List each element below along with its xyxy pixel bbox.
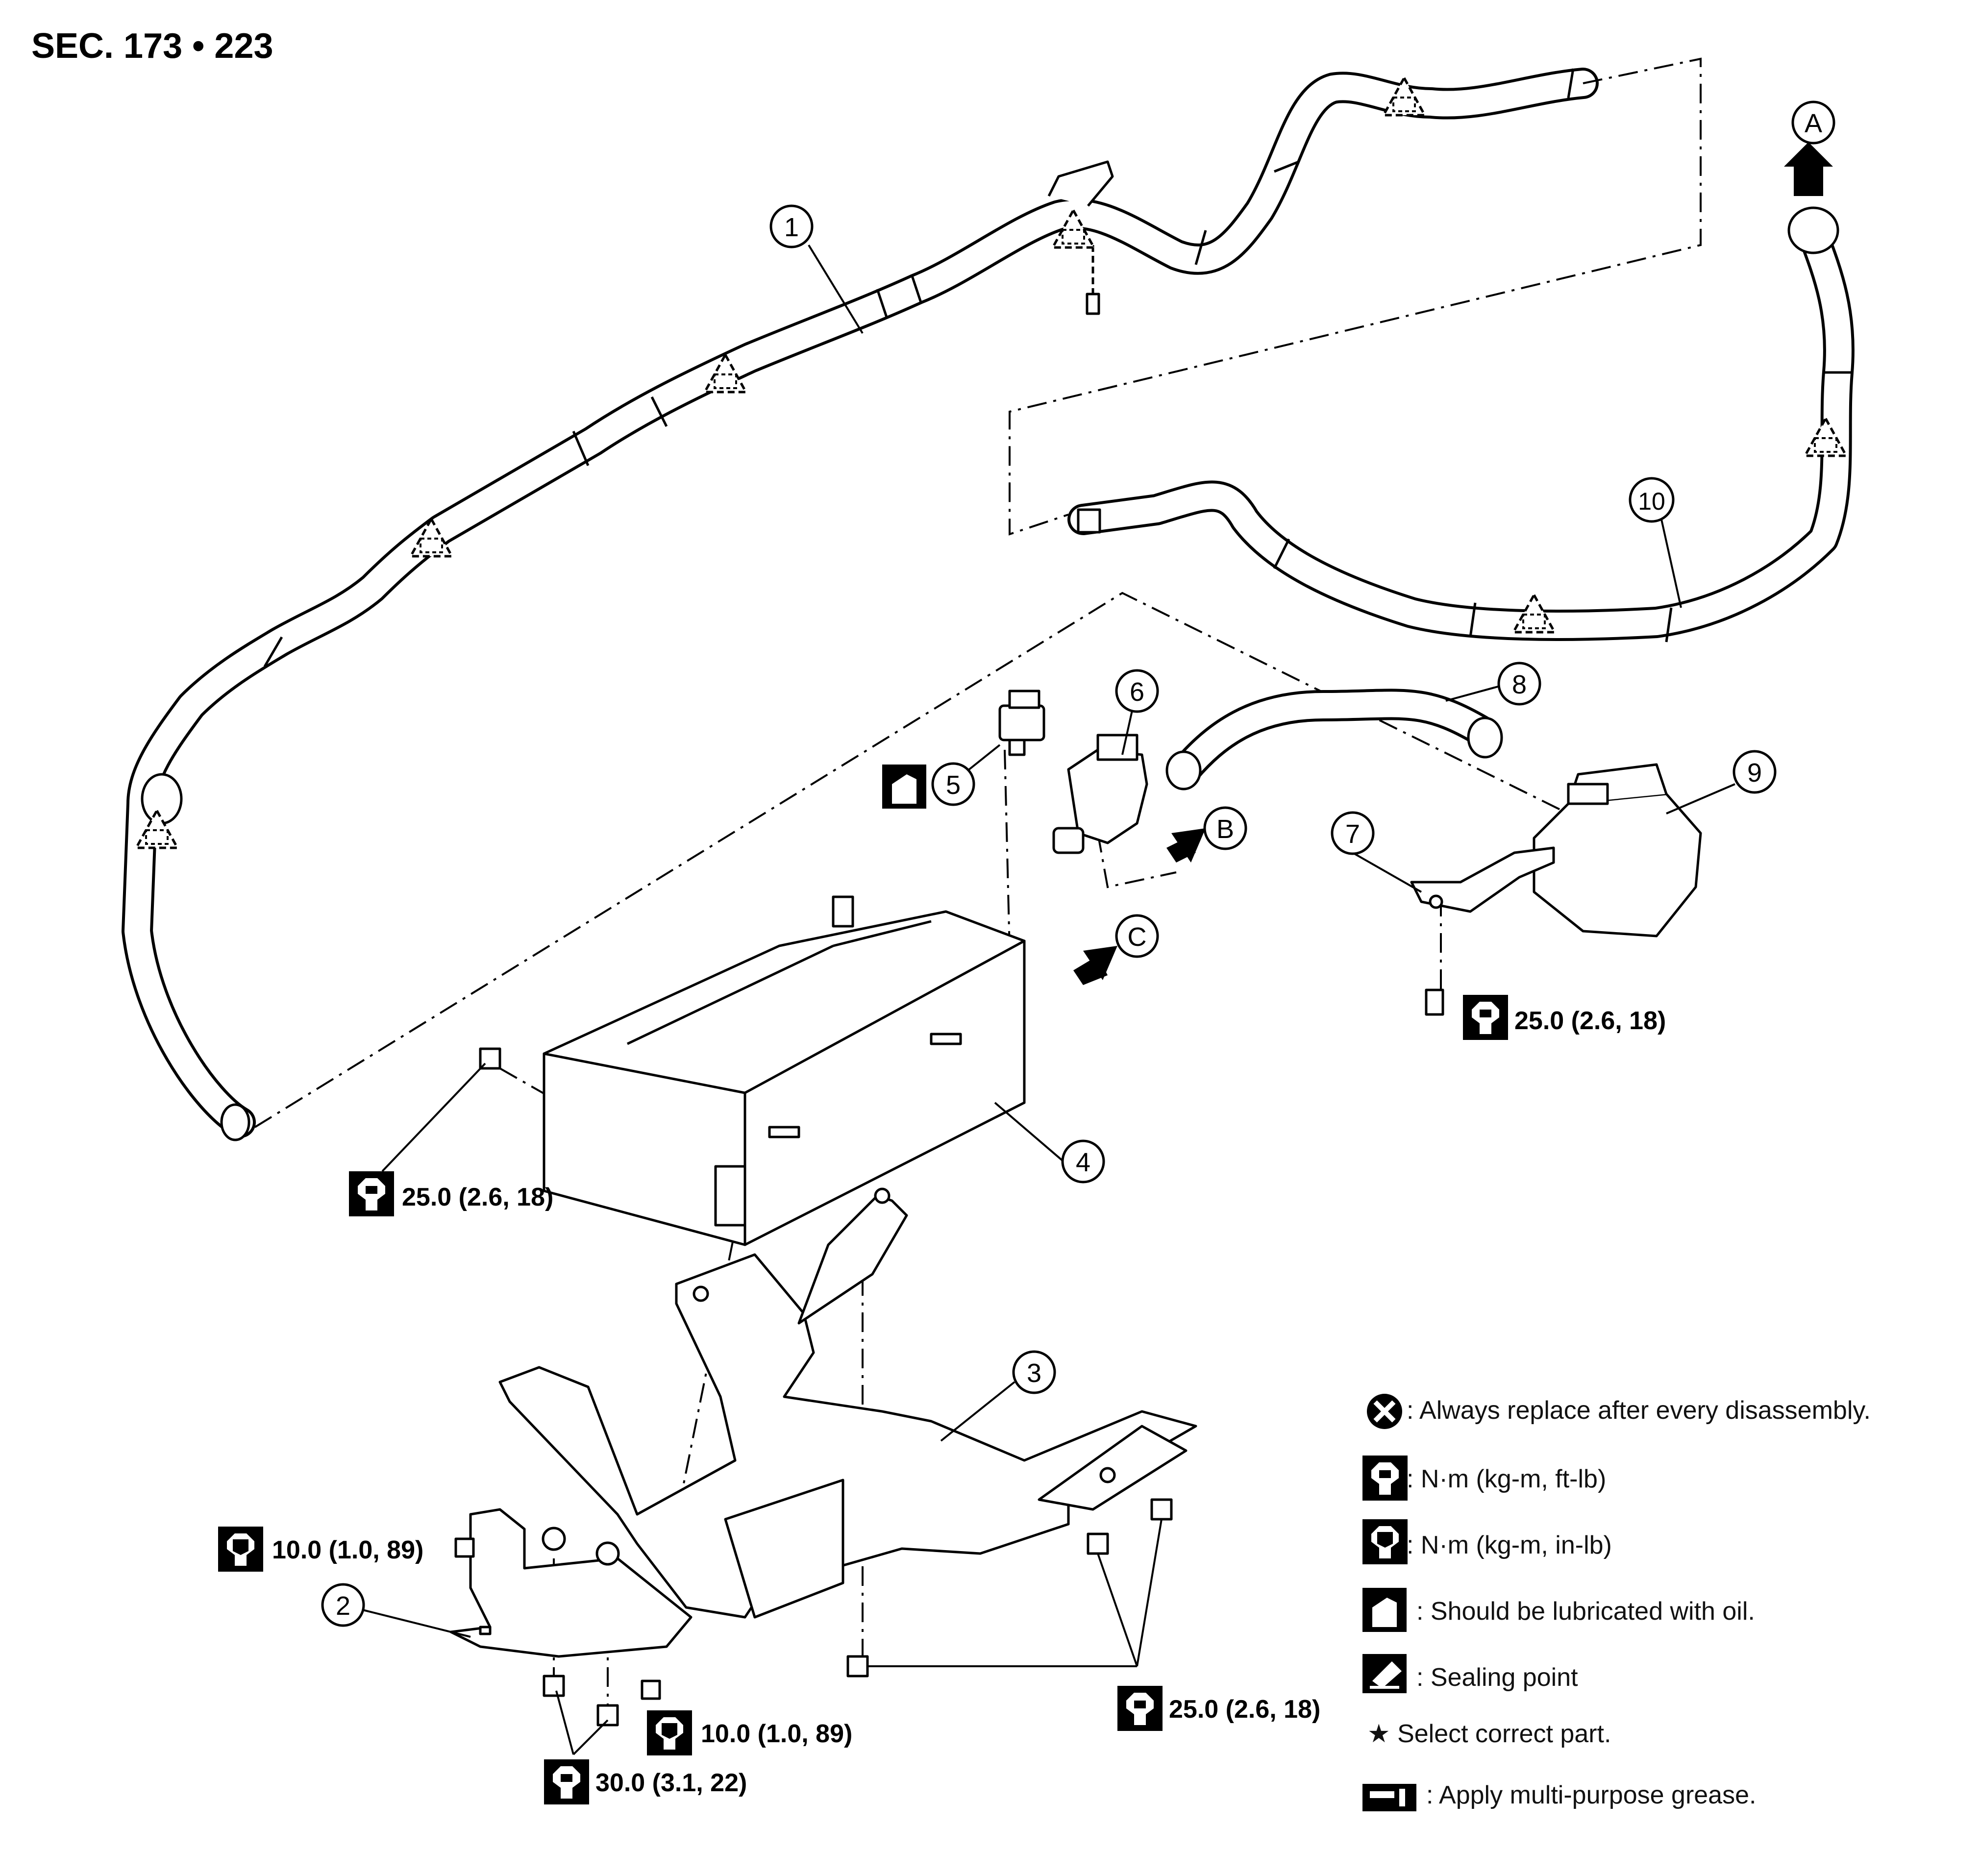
torque-wrench-icon [1117,1686,1163,1731]
legend-torque-inlb: : N·m (kg-m, in-lb) [1407,1531,1612,1559]
callout-7: 7 [1345,819,1360,849]
torque-wrench-icon [1463,995,1508,1040]
filter-bracket-7 [1410,846,1555,1016]
torque-right-bolts: 25.0 (2.6, 18) [1169,1695,1320,1724]
torque-canister-bolt: 25.0 (2.6, 18) [402,1183,553,1211]
callout-1: 1 [784,213,799,242]
callout-4: 4 [1076,1148,1090,1177]
oil-can-icon [1362,1588,1407,1632]
replace-clamp-markers [136,78,1846,848]
sealant-tube-icon [1362,1654,1407,1693]
torque-wrench-filled-icon [1362,1519,1408,1564]
evap-hose-8 [1165,689,1503,790]
torque-wrench-icon [349,1171,394,1216]
callout-2: 2 [336,1591,350,1621]
x-circle-icon [1367,1394,1402,1429]
callout-3: 3 [1027,1358,1041,1388]
legend-torque-ftlb: : N·m (kg-m, ft-lb) [1407,1465,1606,1493]
evap-canister-4 [543,895,1026,1246]
torque-lower-small: 10.0 (1.0, 89) [701,1720,852,1748]
callout-6: 6 [1130,677,1144,707]
flow-arrows [1073,142,1833,985]
torque-wrench-filled-icon [218,1527,263,1572]
symbol-legend: : Always replace after every disassembly… [1362,1394,1871,1811]
legend-select: ★ Select correct part. [1367,1720,1611,1748]
canister-bracket-3 [498,1187,1197,1619]
callout-C: C [1128,922,1147,952]
callout-8: 8 [1512,670,1527,699]
section-reference: SEC. 173 • 223 [31,26,273,66]
evap-filter-9 [1533,763,1702,938]
callouts: 1 2 3 4 5 6 7 8 9 10 A B C [321,100,1835,1638]
grease-gun-icon [1362,1784,1416,1811]
torque-wrench-filled-icon [647,1710,692,1755]
torque-bottom: 30.0 (3.1, 22) [595,1769,747,1797]
callout-B: B [1216,815,1234,844]
lower-bracket-2 [449,1508,693,1658]
evap-hose-1 [122,68,1599,1141]
legend-grease: : Apply multi-purpose grease. [1426,1781,1756,1809]
torque-specs: 25.0 (2.6, 18) 25.0 (2.6, 18) 10.0 (1.0,… [218,995,1666,1804]
bolts [454,1047,1173,1727]
legend-oil: : Should be lubricated with oil. [1416,1597,1755,1626]
evap-hose-10 [1067,206,1855,642]
callout-10: 10 [1638,488,1665,515]
callout-5: 5 [946,770,961,800]
callout-A: A [1805,109,1822,138]
torque-upper-small: 10.0 (1.0, 89) [272,1536,423,1564]
oil-can-icon [882,765,926,809]
torque-wrench-icon [544,1759,589,1804]
callout-9: 9 [1747,758,1762,788]
torque-bracket-bolt: 25.0 (2.6, 18) [1514,1007,1666,1035]
legend-replace: : Always replace after every disassembly… [1407,1396,1871,1425]
evap-vent-valve-6 [1052,734,1148,854]
legend-sealing: : Sealing point [1416,1663,1578,1692]
torque-wrench-icon [1362,1456,1408,1501]
evap-pressure-sensor-5 [998,690,1045,756]
